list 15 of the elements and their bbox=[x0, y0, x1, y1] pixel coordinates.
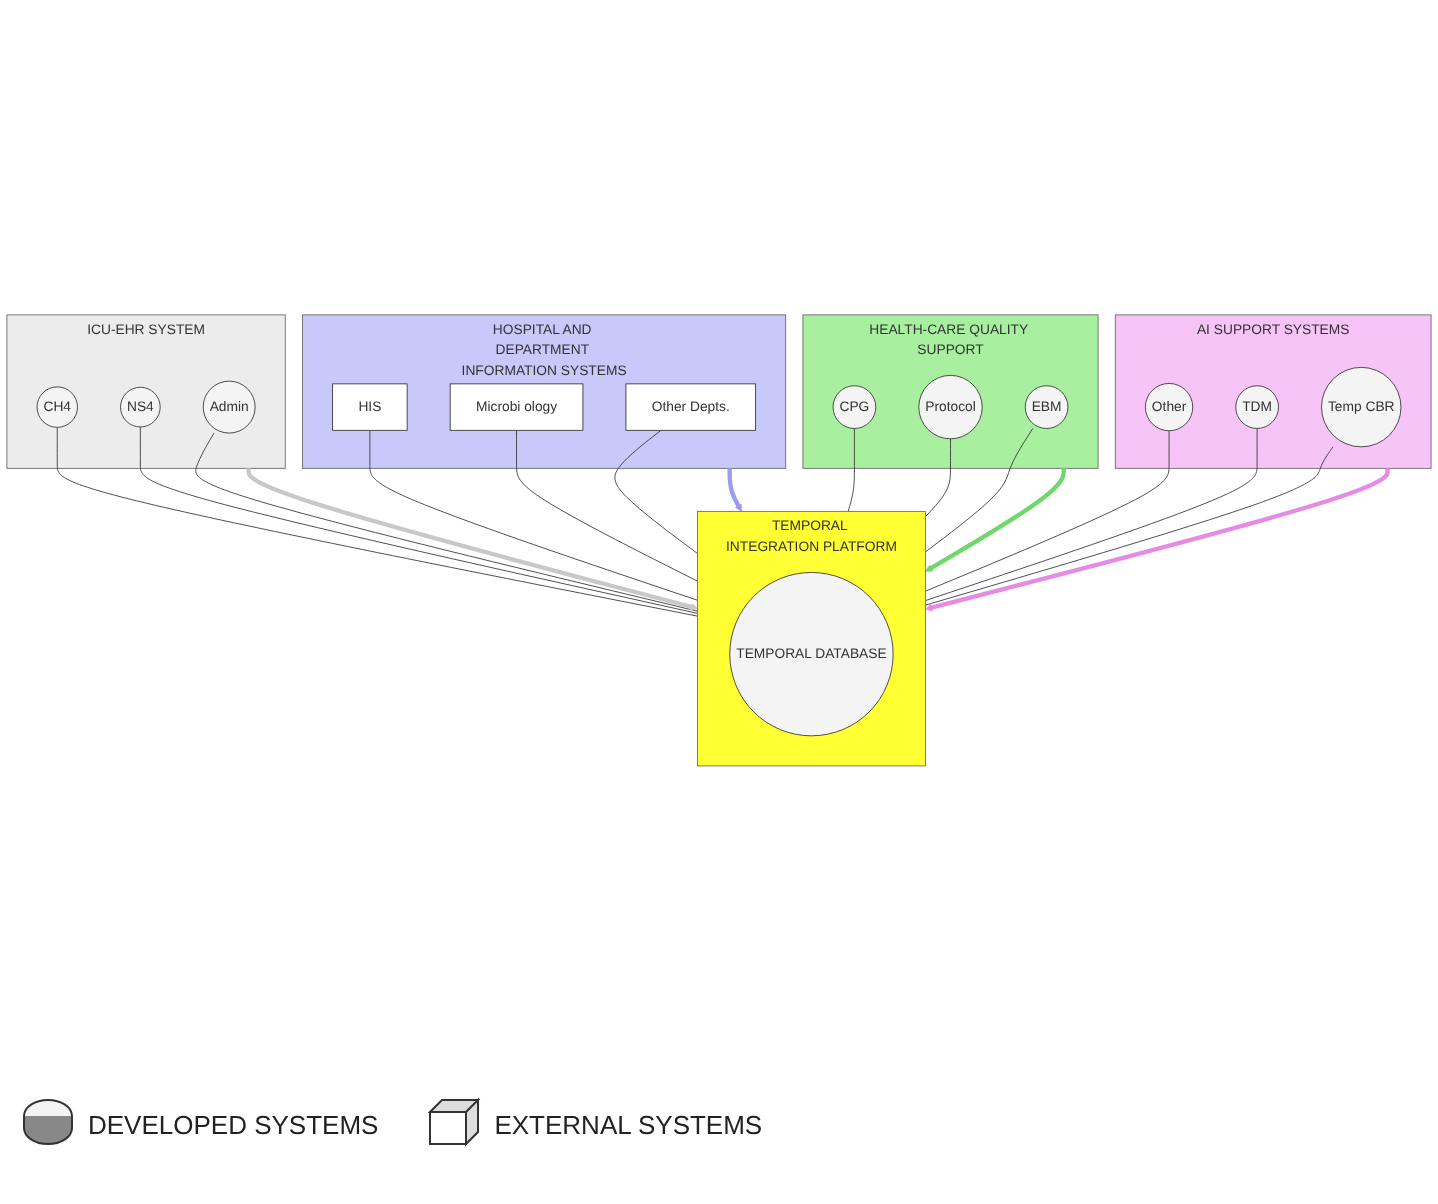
connector bbox=[516, 429, 698, 582]
arrow bbox=[246, 467, 698, 611]
arrow bbox=[727, 467, 742, 512]
arrow bbox=[925, 467, 1390, 611]
connector bbox=[924, 437, 951, 517]
connector bbox=[924, 427, 1034, 553]
legend-label: EXTERNAL SYSTEMS bbox=[494, 1109, 763, 1139]
connector bbox=[924, 429, 1170, 592]
connector bbox=[614, 429, 698, 554]
connector bbox=[924, 427, 1258, 601]
connector bbox=[369, 429, 698, 601]
legend-label: DEVELOPED SYSTEMS bbox=[88, 1109, 379, 1139]
connector bbox=[847, 427, 855, 512]
connector bbox=[924, 446, 1334, 606]
arrow bbox=[925, 467, 1066, 572]
